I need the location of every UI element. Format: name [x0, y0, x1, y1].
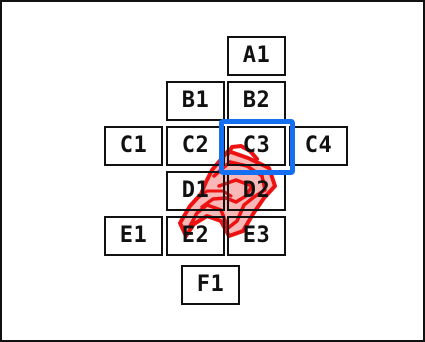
cell-label: C2 [182, 135, 210, 157]
cell-label: C1 [120, 135, 148, 157]
board-cell-c2[interactable]: C2 [166, 126, 225, 166]
board-cell-b1[interactable]: B1 [166, 81, 225, 121]
board-cell-d1[interactable]: D1 [166, 171, 225, 211]
board-cell-e1[interactable]: E1 [104, 216, 163, 256]
board-cell-b2[interactable]: B2 [227, 81, 286, 121]
cell-label: A1 [243, 45, 271, 67]
cell-label: C3 [243, 135, 271, 157]
cell-label: E3 [243, 225, 271, 247]
board-cell-c1[interactable]: C1 [104, 126, 163, 166]
cell-label: E1 [120, 225, 148, 247]
cell-label: F1 [197, 274, 225, 296]
cell-label: E2 [182, 225, 210, 247]
cell-label: C4 [305, 135, 333, 157]
cell-label: D1 [182, 180, 210, 202]
board-cell-c4[interactable]: C4 [289, 126, 348, 166]
cell-label: D2 [243, 180, 271, 202]
board-cell-f1[interactable]: F1 [181, 265, 240, 305]
cell-label: B2 [243, 90, 271, 112]
board-cell-e3[interactable]: E3 [227, 216, 286, 256]
board-cell-a1[interactable]: A1 [227, 36, 286, 76]
board-cell-e2[interactable]: E2 [166, 216, 225, 256]
board-cell-d2[interactable]: D2 [227, 171, 286, 211]
board-cell-c3[interactable]: C3 [227, 126, 286, 166]
cell-label: B1 [182, 90, 210, 112]
